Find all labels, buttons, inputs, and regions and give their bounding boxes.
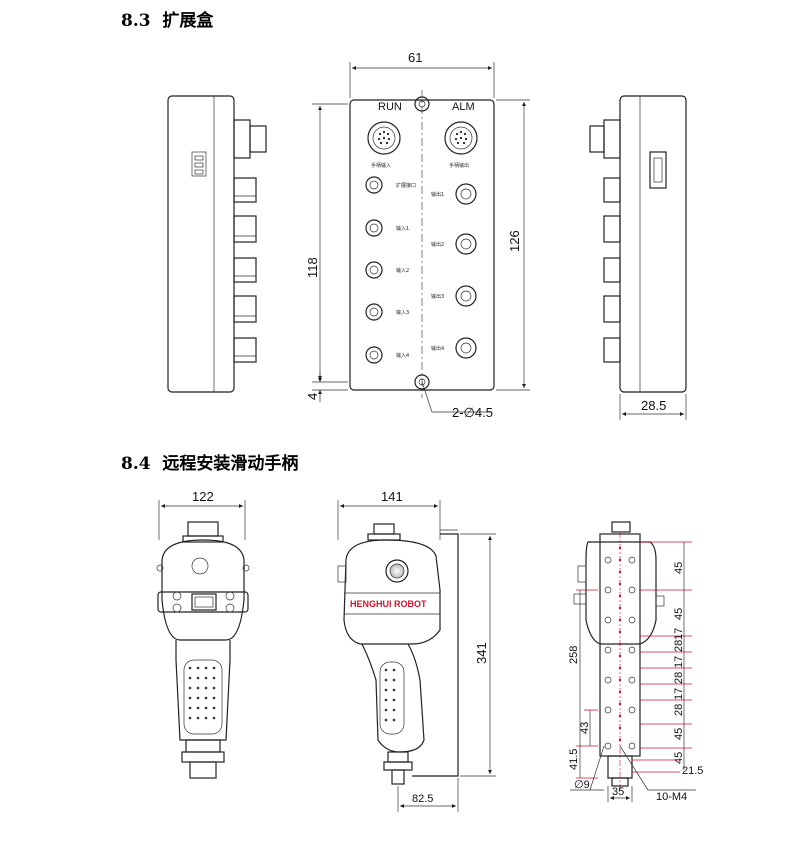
rear-pitch-5: 28 <box>673 672 685 684</box>
box-width-dim: 61 <box>408 50 422 65</box>
box-front-view: RUN ALM 手柄输入 手柄输出 <box>305 50 530 420</box>
output-1-label: 输出1 <box>431 191 444 198</box>
output-4-label: 输出4 <box>431 345 444 352</box>
box-offset-dim: 4 <box>305 393 320 400</box>
section-83-text: 扩展盒 <box>162 11 214 31</box>
rear-screw-dim: 10-M4 <box>656 791 687 803</box>
rear-pitch-1: 45 <box>673 608 685 620</box>
rear-pitch-9: 45 <box>673 752 685 764</box>
section-84-title: 8.4 远程安装滑动手柄 <box>121 449 298 474</box>
port-out-label: 手柄输出 <box>449 162 469 169</box>
rear-pitch-3: 28 <box>673 640 685 652</box>
rear-w35-dim: 35 <box>612 786 624 798</box>
handle-front-view: 122 <box>156 489 250 779</box>
rear-pitch-8: 45 <box>673 728 685 740</box>
rear-pitch-7: 28 <box>673 704 685 716</box>
rear-pitch-0: 45 <box>673 562 685 574</box>
box-right-side-view: 28.5 <box>589 95 687 420</box>
input-1-label: 输入1 <box>396 225 409 232</box>
handle-base-offset-dim: 82.5 <box>412 793 433 805</box>
section-84-number: 8.4 <box>121 454 151 474</box>
rear-pitch-4: 17 <box>673 656 685 668</box>
output-3-label: 输出3 <box>431 293 444 300</box>
handle-side-view: HENGHUI ROBOT 141 341 82.5 <box>337 489 496 812</box>
rear-h43-dim: 43 <box>579 722 591 734</box>
ext-port-label: 扩展接口 <box>396 182 416 189</box>
box-height-outer-dim: 126 <box>507 230 522 252</box>
led-alm-label: ALM <box>452 101 475 113</box>
rear-pitch-6: 17 <box>673 688 685 700</box>
right-top-connector <box>589 119 621 159</box>
left-top-connector <box>233 119 267 159</box>
rear-total-dim: 258 <box>568 646 580 664</box>
box-hole-dim: 2-∅4.5 <box>452 405 493 420</box>
handle-side-width-dim: 141 <box>381 489 403 504</box>
rear-hole-dim: ∅9 <box>574 779 590 791</box>
rear-d21-5-dim: 21.5 <box>682 765 703 777</box>
section-83-number: 8.3 <box>121 11 151 31</box>
port-in-label: 手柄输入 <box>371 162 391 169</box>
right-connector-column <box>455 183 477 359</box>
box-height-inner-dim: 118 <box>305 257 320 278</box>
handle-height-dim: 341 <box>474 642 489 664</box>
rear-h41-5-dim: 41.5 <box>568 749 580 770</box>
handle-brand-label: HENGHUI ROBOT <box>350 599 427 609</box>
box-left-side-view <box>167 95 267 393</box>
handle-rear-view: 45 45 17 28 17 28 17 28 45 45 21.5 258 4… <box>568 521 703 803</box>
input-4-label: 输入4 <box>396 352 409 359</box>
rear-pitch-2: 17 <box>673 628 685 640</box>
input-2-label: 输入2 <box>396 267 409 274</box>
box-depth-dim: 28.5 <box>641 398 666 413</box>
section-84-text: 远程安装滑动手柄 <box>162 454 299 474</box>
handle-output-connector <box>444 121 478 155</box>
section-83-title: 8.3 扩展盒 <box>121 6 213 31</box>
left-connector-column <box>365 176 383 364</box>
input-3-label: 输入3 <box>396 309 409 316</box>
handle-input-connector <box>367 121 401 155</box>
led-run-label: RUN <box>378 101 402 113</box>
handle-front-width-dim: 122 <box>192 489 214 504</box>
output-2-label: 输出2 <box>431 241 444 248</box>
